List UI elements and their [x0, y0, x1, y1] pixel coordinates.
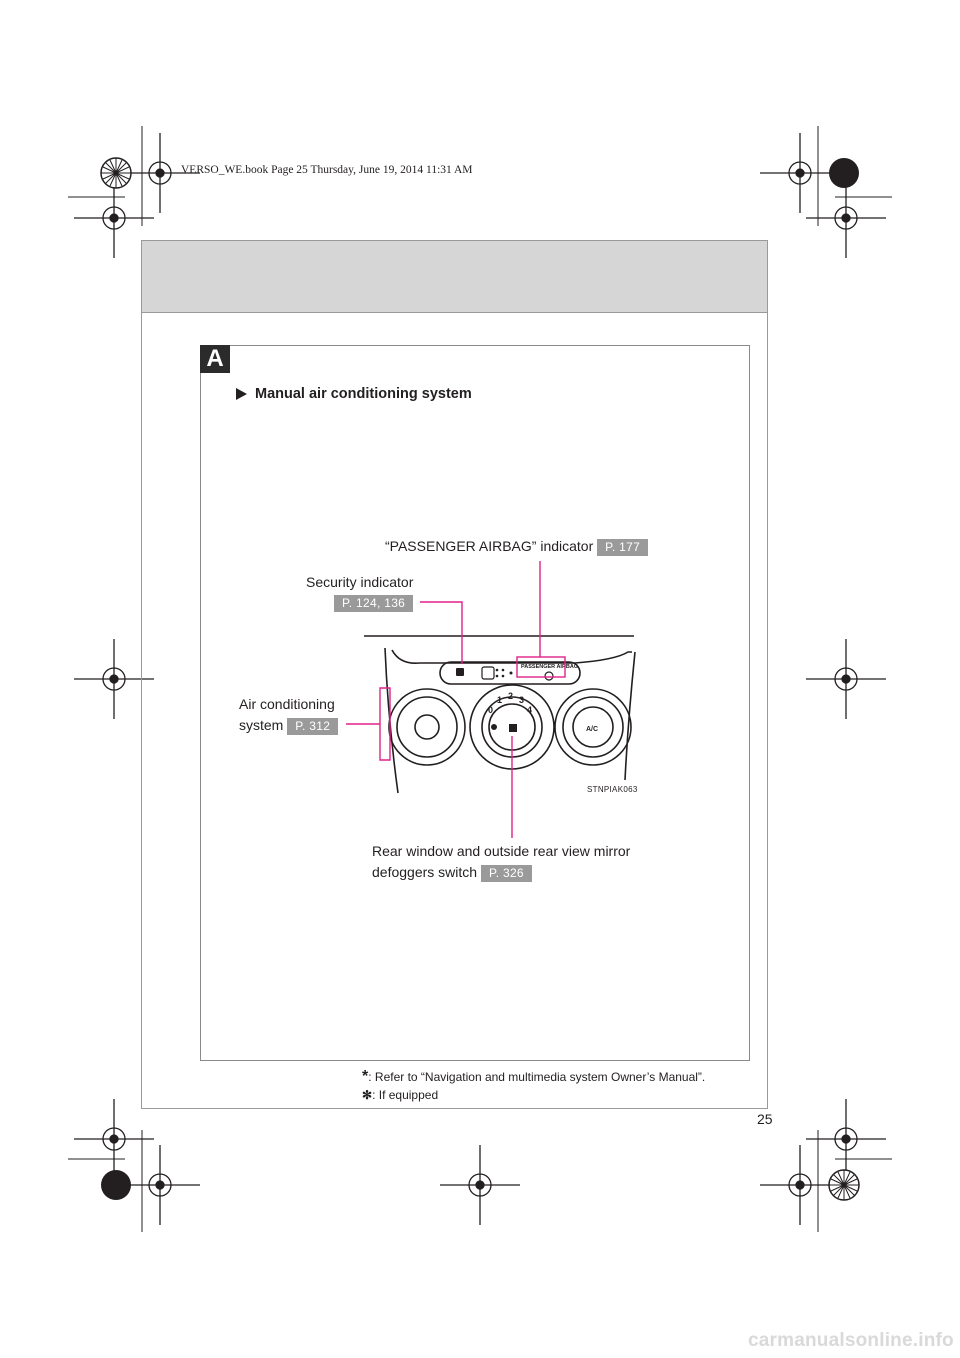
footnote-2-text: : If equipped: [372, 1088, 439, 1102]
rear-window-label-line1: Rear window and outside rear view mirror: [372, 843, 631, 859]
security-indicator-ref[interactable]: P. 124, 136: [334, 595, 414, 612]
air-conditioning-ref[interactable]: P. 312: [287, 718, 339, 735]
security-indicator-label: Security indicator: [306, 574, 414, 590]
air-conditioning-label-line2: system: [239, 717, 284, 733]
section-heading: Manual air conditioning system: [236, 386, 472, 402]
crosshair-icons: [74, 133, 886, 1225]
callout-air-conditioning: system P. 312: [239, 716, 339, 735]
starburst-icons: [100, 157, 860, 1201]
heading-text: Manual air conditioning system: [255, 386, 472, 402]
air-conditioning-label-line1: Air conditioning: [239, 696, 335, 712]
rear-window-ref[interactable]: P. 326: [480, 865, 532, 882]
fan-speed-2: 2: [508, 691, 513, 701]
ac-button-label: A/C: [586, 726, 598, 733]
site-watermark[interactable]: carmanualsonline.info: [748, 1330, 954, 1351]
section-box: [200, 345, 750, 1061]
fan-speed-0: 0: [488, 705, 493, 715]
callout-lines: [346, 561, 566, 838]
rear-window-label-line2: defoggers switch: [372, 864, 478, 880]
header-band: [141, 240, 768, 313]
section-tab: A: [200, 345, 230, 373]
footnote-2: ✻: If equipped: [362, 1088, 438, 1102]
callout-passenger-airbag: “PASSENGER AIRBAG” indicator P. 177: [385, 537, 649, 556]
panel-airbag-text: PASSENGER AIRBAG: [521, 664, 578, 670]
page-number: 25: [757, 1111, 773, 1127]
fan-speed-3: 3: [519, 695, 524, 705]
flower-asterisk-icon: ✻: [362, 1088, 373, 1102]
passenger-airbag-label: “PASSENGER AIRBAG” indicator: [385, 538, 594, 554]
print-watermark: VERSO_WE.book Page 25 Thursday, June 19,…: [181, 164, 473, 176]
passenger-airbag-ref[interactable]: P. 177: [597, 539, 649, 556]
asterisk-icon: *: [362, 1068, 369, 1085]
fan-speed-1: 1: [497, 695, 502, 705]
callout-rear-window: defoggers switch P. 326: [372, 863, 532, 882]
footnote-1: *: Refer to “Navigation and multimedia s…: [362, 1068, 705, 1086]
footnote-1-text: : Refer to “Navigation and multimedia sy…: [368, 1070, 706, 1084]
illustration-code: STNPIAK063: [587, 785, 638, 794]
triangle-bullet-icon: [236, 388, 247, 400]
fan-speed-4: 4: [527, 705, 532, 715]
page-frame: [141, 313, 768, 1109]
callout-security-ref-wrap: P. 124, 136: [334, 594, 414, 612]
